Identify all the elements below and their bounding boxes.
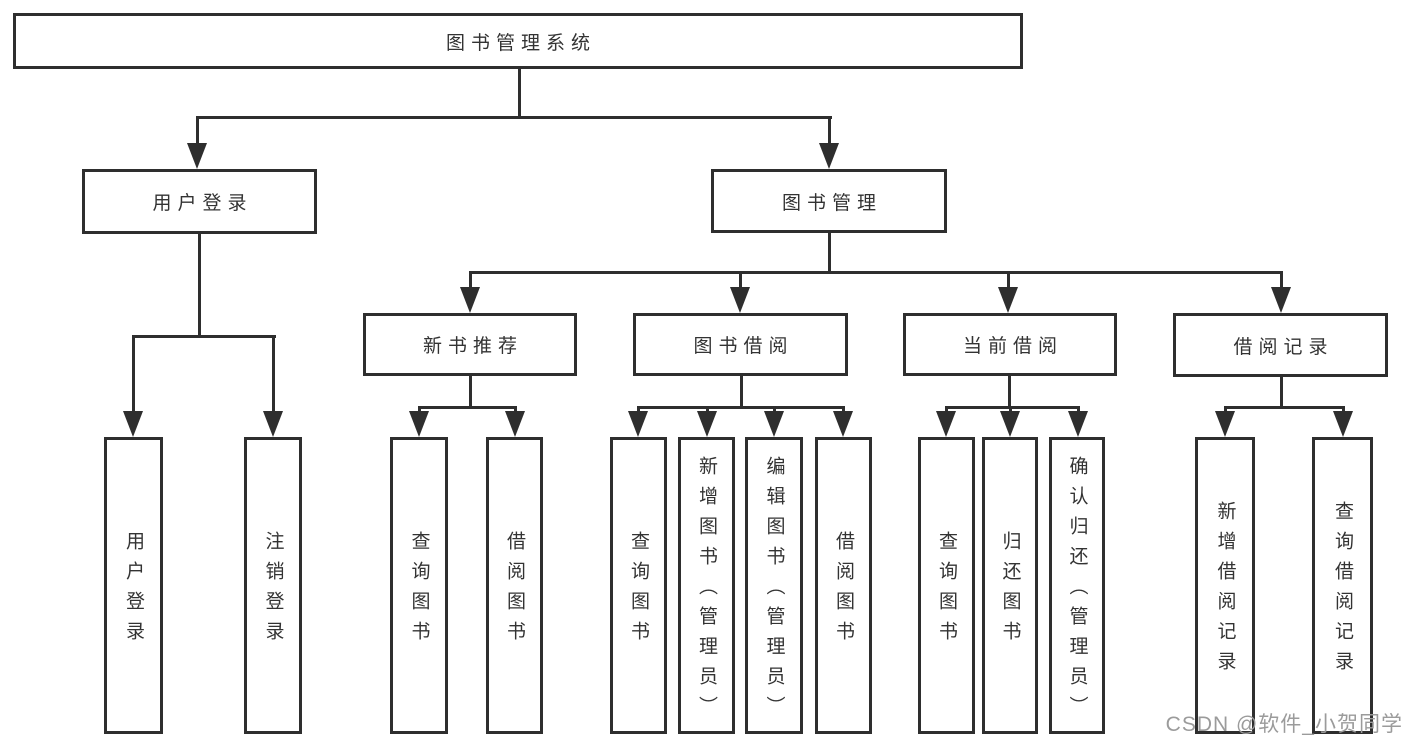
arrow-head — [1271, 287, 1291, 313]
node-add-borrow-record: 新增借阅记录 — [1195, 437, 1255, 734]
connector-stem — [469, 271, 472, 291]
node-return-book-label: 归还图书 — [999, 531, 1021, 651]
node-query-books-1-label: 查询图书 — [408, 531, 430, 651]
node-root: 图书管理系统 — [13, 13, 1023, 69]
connector-user-login-trunk — [198, 232, 201, 338]
arrow-head — [505, 411, 525, 437]
node-query-books-2-label: 查询图书 — [628, 531, 649, 651]
node-edit-book-admin-label: 编辑图书（管理员） — [763, 456, 785, 726]
node-book-borrow-label: 图书借阅 — [693, 336, 794, 357]
connector-stem — [637, 406, 640, 415]
node-new-book-recommend: 新书推荐 — [363, 313, 577, 376]
connector-stem — [842, 406, 845, 415]
node-root-label: 图书管理系统 — [445, 32, 596, 54]
node-borrow-books-1-label: 借阅图书 — [504, 531, 525, 651]
node-query-borrow-record: 查询借阅记录 — [1312, 437, 1373, 734]
node-borrow-books-1: 借阅图书 — [486, 437, 543, 734]
connector-stem — [132, 335, 135, 414]
node-edit-book-admin: 编辑图书（管理员） — [745, 437, 803, 734]
node-return-book: 归还图书 — [982, 437, 1038, 734]
node-user-login: 用户登录 — [82, 169, 317, 234]
connector-group2-trunk — [469, 374, 472, 408]
node-book-borrow: 图书借阅 — [633, 313, 848, 376]
node-query-books-3-label: 查询图书 — [936, 531, 957, 651]
node-new-book-recommend-label: 新书推荐 — [422, 336, 523, 357]
connector-group1-rail — [132, 335, 276, 338]
arrow-head — [764, 411, 784, 437]
arrow-head — [730, 287, 750, 313]
connector-stem — [196, 116, 199, 148]
node-add-borrow-record-label: 新增借阅记录 — [1214, 501, 1236, 681]
connector-book-mgmt-trunk — [828, 231, 831, 274]
node-current-borrow: 当前借阅 — [903, 313, 1117, 376]
arrow-head — [460, 287, 480, 313]
connector-group3-trunk — [740, 374, 743, 408]
node-confirm-return-admin: 确认归还（管理员） — [1049, 437, 1105, 734]
connector-stem — [706, 406, 709, 415]
connector-group2-rail — [418, 406, 517, 409]
connector-stem — [1224, 406, 1227, 415]
node-query-borrow-record-label: 查询借阅记录 — [1332, 501, 1353, 681]
connector-group4-trunk — [1008, 374, 1011, 408]
node-current-borrow-label: 当前借阅 — [962, 336, 1063, 357]
node-logout-label: 注销登录 — [262, 531, 284, 651]
connector-stem — [828, 116, 831, 148]
connector-level2-rail — [196, 116, 832, 119]
node-user-login-leaf-label: 用户登录 — [123, 531, 144, 651]
node-add-book-admin: 新增图书（管理员） — [678, 437, 735, 734]
connector-stem — [739, 271, 742, 291]
watermark: CSDN @软件_小贺同学 — [1165, 713, 1403, 736]
node-query-books-1: 查询图书 — [390, 437, 448, 734]
arrow-head — [628, 411, 648, 437]
connector-stem — [1280, 271, 1283, 291]
node-query-books-2: 查询图书 — [610, 437, 667, 734]
node-add-book-admin-label: 新增图书（管理员） — [696, 456, 717, 726]
arrow-head — [409, 411, 429, 437]
connector-stem — [773, 406, 776, 415]
connector-group4-rail — [945, 406, 1080, 409]
arrow-head — [263, 411, 283, 437]
connector-group5-trunk — [1280, 375, 1283, 408]
connector-stem — [1009, 406, 1012, 415]
node-logout: 注销登录 — [244, 437, 302, 734]
connector-group5-rail — [1224, 406, 1344, 409]
connector-group3-rail — [637, 406, 845, 409]
connector-root-trunk — [518, 66, 521, 119]
node-borrow-books-2: 借阅图书 — [815, 437, 872, 734]
arrow-head — [187, 143, 207, 169]
arrow-head — [833, 411, 853, 437]
node-borrow-record-label: 借阅记录 — [1233, 336, 1334, 358]
arrow-head — [1215, 411, 1235, 437]
connector-stem — [514, 406, 517, 415]
connector-stem — [1007, 271, 1010, 291]
node-query-books-3: 查询图书 — [918, 437, 975, 734]
connector-stem — [418, 406, 421, 415]
connector-stem — [1342, 406, 1345, 415]
arrow-head — [936, 411, 956, 437]
node-borrow-books-2-label: 借阅图书 — [833, 531, 854, 651]
node-user-login-leaf: 用户登录 — [104, 437, 163, 734]
connector-level3-rail — [469, 271, 1283, 274]
arrow-head — [819, 143, 839, 169]
arrow-head — [1000, 411, 1020, 437]
node-borrow-record: 借阅记录 — [1173, 313, 1388, 377]
node-user-login-label: 用户登录 — [152, 193, 253, 214]
node-book-mgmt-label: 图书管理 — [781, 192, 882, 214]
arrow-head — [998, 287, 1018, 313]
connector-stem — [1077, 406, 1080, 415]
connector-stem — [272, 335, 275, 414]
arrow-head — [1068, 411, 1088, 437]
arrow-head — [1333, 411, 1353, 437]
arrow-head — [123, 411, 143, 437]
node-confirm-return-admin-label: 确认归还（管理员） — [1066, 456, 1088, 726]
arrow-head — [697, 411, 717, 437]
node-book-mgmt: 图书管理 — [711, 169, 947, 233]
connector-stem — [945, 406, 948, 415]
